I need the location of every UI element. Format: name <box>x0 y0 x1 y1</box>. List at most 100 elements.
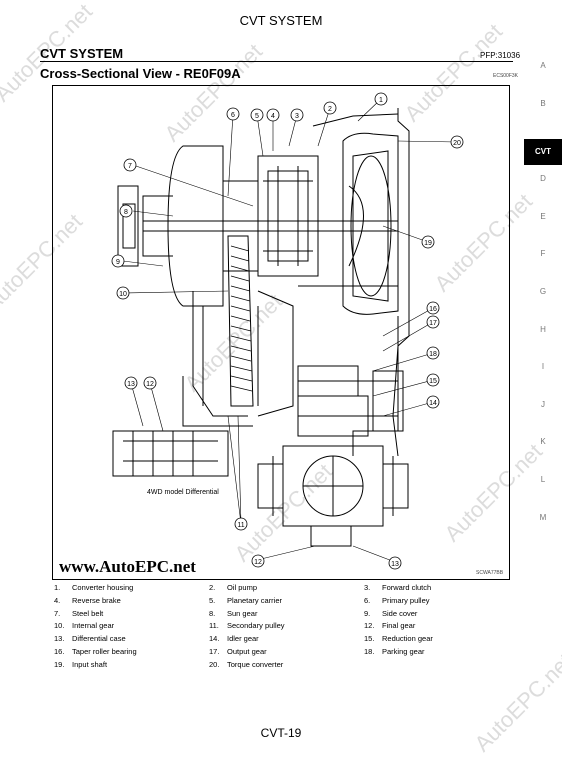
callout-10: 10 <box>119 291 127 298</box>
legend-item: 9. Side cover <box>364 608 519 621</box>
index-tab-k[interactable]: K <box>540 437 546 447</box>
legend-number: 6. <box>364 595 371 605</box>
legend-text: Reduction gear <box>382 634 433 644</box>
legend-number: 17. <box>209 646 220 656</box>
differential-label: 4WD model Differential <box>147 489 219 496</box>
legend-text: Idler gear <box>227 634 259 644</box>
callout-1: 1 <box>379 97 383 104</box>
legend-row: 16. Taper roller bearing 17.Output gear 1… <box>54 646 524 659</box>
legend-number: 15. <box>364 634 375 644</box>
callout-13-lower: 13 <box>391 561 399 568</box>
callout-12-lower: 12 <box>254 559 262 566</box>
callout-15: 15 <box>429 378 437 385</box>
figure-code: ECS00F3K <box>493 73 519 79</box>
index-tab-f[interactable]: F <box>540 249 546 259</box>
legend-item: 16. Taper roller bearing <box>54 646 209 659</box>
legend-text: Oil pump <box>227 583 258 592</box>
callout-13: 13 <box>127 381 135 388</box>
legend-number: 3. <box>364 583 371 592</box>
legend-text: Torque converter <box>227 659 284 669</box>
legend-text: Parking gear <box>382 646 425 656</box>
index-tab-g[interactable]: G <box>539 286 547 296</box>
legend-item: 7. Steel belt <box>54 608 209 621</box>
index-tab-a[interactable]: A <box>540 61 546 70</box>
reference-code: PFP:31036 <box>480 51 521 60</box>
legend-text: Steel belt <box>72 608 104 618</box>
legend-number: 8. <box>209 608 216 618</box>
index-tab-cvt[interactable]: CVT <box>524 139 562 166</box>
legend-row: 10. Internal gear 11.Secondary pulley 12.… <box>54 620 524 633</box>
index-tab-e[interactable]: E <box>540 211 546 221</box>
callout-17: 17 <box>429 320 437 327</box>
legend-item: 5.Planetary carrier <box>209 595 364 608</box>
legend-number: 19. <box>54 659 65 669</box>
legend-number: 4. <box>54 595 61 605</box>
legend-text: Final gear <box>382 621 416 631</box>
legend-item: 6. Primary pulley <box>364 595 519 608</box>
callout-16: 16 <box>429 306 437 313</box>
legend-item: 1.Converter housing <box>54 582 209 595</box>
legend-item: 8. Sun gear <box>209 608 364 621</box>
legend-item: 3.Forward clutch <box>364 582 519 595</box>
figure-id-code: SCWA77BB <box>476 570 504 576</box>
legend-number: 10. <box>54 621 65 631</box>
legend-item: 2. Oil pump <box>209 582 364 595</box>
watermark-url: www.AutoEPC.net <box>59 557 196 576</box>
legend-row: 13.Differential case 14. Idler gear 15. Re… <box>54 633 524 646</box>
title-rule <box>40 61 513 62</box>
index-tab-d[interactable]: D <box>540 174 546 184</box>
legend-text: Differential case <box>72 634 126 644</box>
callout-18: 18 <box>429 351 437 358</box>
parts-legend: 1.Converter housing 2. Oil pump 3.Forward… <box>54 582 524 672</box>
figure-frame <box>52 85 510 580</box>
legend-item: 11.Secondary pulley <box>209 620 364 633</box>
legend-text: Primary pulley <box>382 595 430 605</box>
index-tab-b[interactable]: B <box>540 98 546 108</box>
section-title: CVT SYSTEM <box>40 46 124 61</box>
legend-text: Sun gear <box>227 608 258 618</box>
legend-item: 18.Parking gear <box>364 646 519 659</box>
page-number: CVT-19 <box>260 726 302 740</box>
legend-item: 17.Output gear <box>209 646 364 659</box>
legend-text: Internal gear <box>72 621 115 631</box>
legend-item: 15. Reduction gear <box>364 633 519 646</box>
legend-number: 7. <box>54 608 61 618</box>
callout-3: 3 <box>295 113 299 120</box>
callout-11: 11 <box>237 522 244 529</box>
index-tab-j[interactable]: J <box>541 399 545 409</box>
legend-number: 1. <box>54 583 61 592</box>
page-subtitle: Cross-Sectional View - RE0F09A <box>40 66 241 81</box>
legend-row: 4.Reverse brake 5.Planetary carrier 6. Pr… <box>54 595 524 608</box>
legend-number: 14. <box>209 634 220 644</box>
cvt-cross-section-diagram: 1 2 3 4 5 6 7 8 9 10 11 12 13 14 15 16 1… <box>111 92 464 570</box>
callout-14: 14 <box>429 400 437 407</box>
callout-9: 9 <box>116 259 120 266</box>
callout-2: 2 <box>328 106 332 113</box>
callout-6: 6 <box>231 112 235 119</box>
legend-number: 16. <box>54 646 65 656</box>
legend-row: 7. Steel belt 8. Sun gear 9. Side cover <box>54 608 524 621</box>
callout-19: 19 <box>424 240 432 247</box>
index-tab-l[interactable]: L <box>540 474 546 484</box>
index-tab-m[interactable]: M <box>539 512 547 522</box>
callout-4: 4 <box>271 113 275 120</box>
callout-5: 5 <box>255 113 259 120</box>
legend-item: 4.Reverse brake <box>54 595 209 608</box>
index-tab-i[interactable]: I <box>541 362 545 372</box>
legend-row: 1.Converter housing 2. Oil pump 3.Forward… <box>54 582 524 595</box>
legend-item: 13.Differential case <box>54 633 209 646</box>
legend-text: Side cover <box>382 608 418 618</box>
section-index-tabs: A B CVT D E F G H I J K L M <box>524 58 562 547</box>
legend-row: 19. Input shaft 20.Torque converter <box>54 659 524 672</box>
legend-number: 5. <box>209 595 216 605</box>
callout-12: 12 <box>146 381 154 388</box>
legend-number: 2. <box>209 583 216 592</box>
legend-text: Taper roller bearing <box>72 646 137 656</box>
index-tab-h[interactable]: H <box>540 324 546 334</box>
legend-item: 12.Final gear <box>364 620 519 633</box>
legend-number: 9. <box>364 608 371 618</box>
legend-text: Secondary pulley <box>227 621 285 631</box>
legend-text: Input shaft <box>72 659 108 669</box>
legend-item: 20.Torque converter <box>209 659 364 672</box>
callout-8: 8 <box>124 209 128 216</box>
